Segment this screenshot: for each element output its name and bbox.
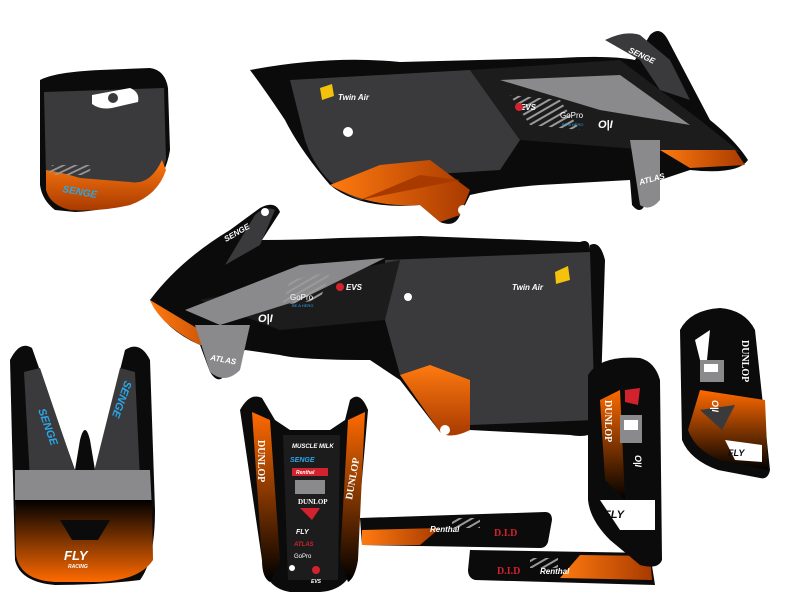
- swingarm-decal-top: Renthal D.I.D: [360, 512, 552, 548]
- upper-shroud-sidepanel: Twin Air EVS GoPro BE A HERO O|I SENGE A…: [250, 31, 748, 224]
- fork-guard-right: DUNLOP O|I FLY: [680, 308, 770, 479]
- swingarm-decal-bottom: D.I.D Renthal: [468, 550, 655, 585]
- fly-rear-text: FLY: [296, 529, 310, 536]
- evs-text: EVS: [520, 103, 537, 112]
- front-fender: FLY RACING SENGE SENGE: [10, 345, 155, 585]
- gopro-text-2: GoPro: [290, 293, 314, 302]
- renthal-swingarm-top: Renthal: [430, 525, 460, 534]
- evs-logo-mark: [515, 103, 523, 111]
- atlas-rear-text: ATLAS: [293, 542, 314, 548]
- senge-rear-text: SENGE: [290, 457, 315, 464]
- fly-fork-right: FLY: [728, 448, 745, 458]
- fly-fork-left: FLY: [604, 509, 626, 521]
- muscle-milk-text: MUSCLE MILK: [292, 444, 334, 450]
- evs-logo-mark-2: [336, 283, 344, 291]
- oil-text: O|I: [598, 119, 614, 131]
- fork-guard-left: DUNLOP O|I FLY: [588, 357, 662, 567]
- oil-text-2: O|I: [258, 313, 274, 325]
- gopro-subtext: BE A HERO: [562, 122, 583, 127]
- renthal-swingarm-bottom: Renthal: [540, 567, 570, 576]
- oil-fork-left: O|I: [633, 455, 643, 468]
- twin-air-text-2: Twin Air: [512, 283, 544, 292]
- evs-text-2: EVS: [346, 283, 363, 292]
- dunlop-fork-left: DUNLOP: [602, 400, 613, 442]
- renthal-rear-text: Renthal: [296, 470, 315, 476]
- evs-rear-text: EVS: [311, 579, 322, 585]
- dunlop-left-text: DUNLOP: [255, 440, 266, 482]
- fly-sub-text: RACING: [68, 564, 88, 570]
- twin-air-text: Twin Air: [338, 93, 370, 102]
- gopro-rear-text: GoPro: [294, 554, 312, 560]
- front-number-plate: SENGE: [40, 68, 170, 212]
- rear-fender: DUNLOP DUNLOP MUSCLE MILK SENGE Renthal …: [240, 396, 368, 592]
- fly-logo-text: FLY: [64, 548, 89, 563]
- dunlop-fork-right: DUNLOP: [739, 340, 750, 382]
- did-swingarm-bottom: D.I.D: [497, 566, 520, 577]
- lower-shroud-sidepanel: Twin Air EVS GoPro BE A HERO O|I SENGE A…: [150, 204, 605, 436]
- dunlop-rear-small: DUNLOP: [298, 498, 328, 506]
- gopro-subtext-2: BE A HERO: [292, 303, 313, 308]
- did-swingarm-top: D.I.D: [494, 528, 517, 539]
- oil-fork-right: O|I: [710, 400, 720, 413]
- gopro-text: GoPro: [560, 111, 584, 120]
